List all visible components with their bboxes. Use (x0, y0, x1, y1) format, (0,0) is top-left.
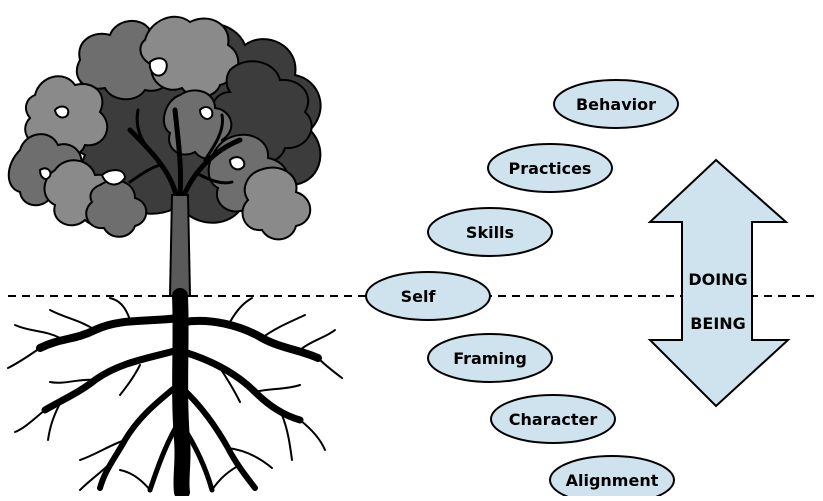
level-bubbles: Behavior Practices Skills Self Framing C… (365, 79, 679, 501)
level-bubble-alignment: Alignment (549, 455, 675, 501)
arrow-label-being: BEING (690, 314, 746, 333)
tree-trunk (168, 194, 192, 297)
level-label-skills: Skills (466, 223, 514, 242)
tree-canopy (7, 15, 322, 241)
level-bubble-framing: Framing (427, 333, 553, 383)
level-bubble-character: Character (490, 394, 616, 444)
level-label-character: Character (509, 410, 598, 429)
arrow-label-doing: DOING (688, 270, 747, 289)
level-bubble-behavior: Behavior (553, 79, 679, 129)
level-label-behavior: Behavior (576, 95, 656, 114)
level-bubble-practices: Practices (487, 143, 613, 193)
tree-branches (127, 107, 243, 198)
level-bubble-self: Self (365, 271, 491, 321)
double-headed-arrow-icon (647, 158, 791, 408)
level-bubble-skills: Skills (427, 207, 553, 257)
level-label-alignment: Alignment (566, 471, 659, 490)
level-label-self: Self (401, 287, 437, 306)
tree-illustration (7, 15, 343, 500)
level-label-practices: Practices (509, 159, 592, 178)
tree-roots (7, 288, 343, 500)
level-label-framing: Framing (453, 349, 527, 368)
doing-being-arrow: DOING BEING (647, 158, 791, 408)
